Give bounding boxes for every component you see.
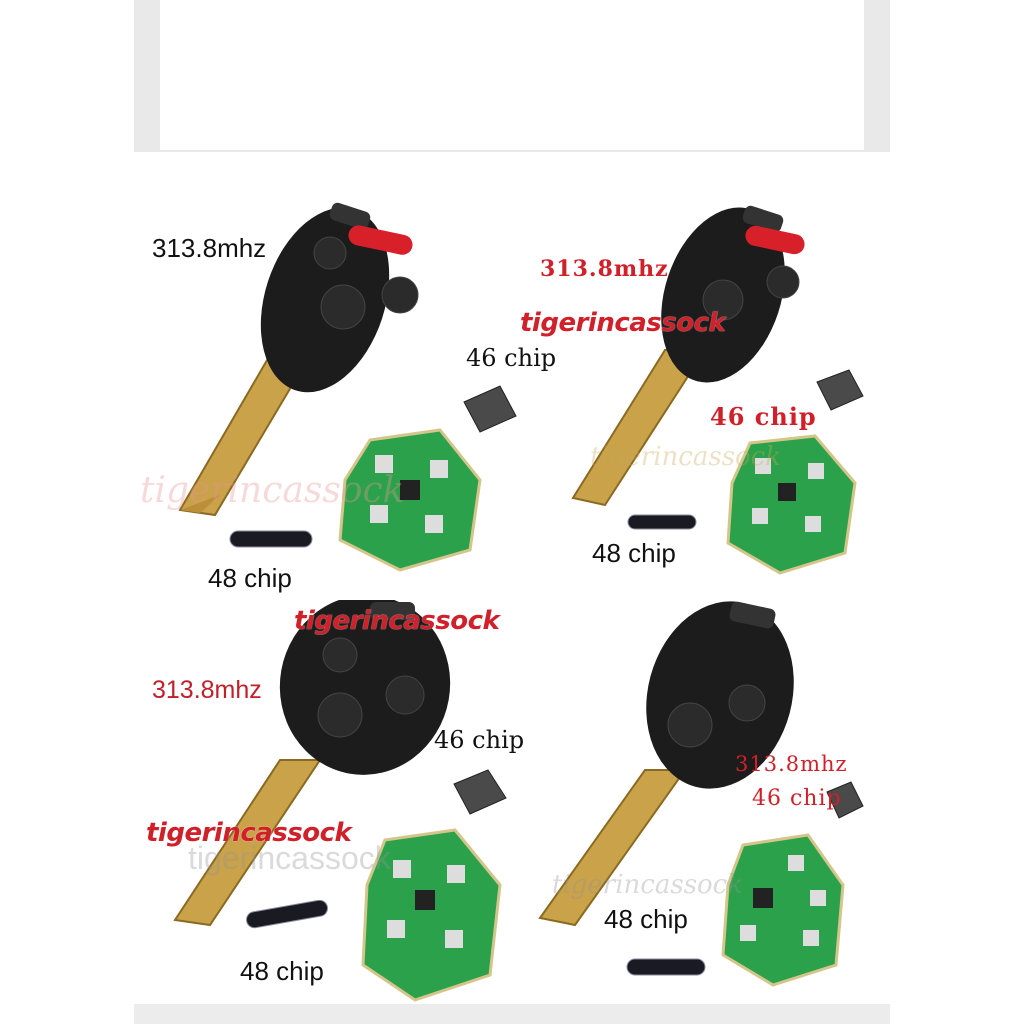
chip-46-label: 46 chip [752,786,842,811]
circuit-board-icon [361,828,502,1002]
chip-46-label: 46 chip [466,344,557,372]
frequency-label: 313.8mhz [540,256,669,282]
circuit-board-icon [726,434,857,575]
brand-label-top: tigerincassock [294,606,500,636]
chip-46-label: 46 chip [434,726,525,754]
car-key-icon [538,601,794,927]
circuit-board-icon [721,833,845,987]
chip-48-label: 48 chip [592,538,676,568]
watermark: tigerincassock [188,840,391,876]
chip-48-label: 48 chip [240,956,324,986]
brand-label: tigerincassock [520,308,726,338]
glass-chip-48-icon [626,958,706,976]
transponder-chip-46-icon [453,769,507,815]
watermark: tigerincassock [552,870,744,900]
transponder-chip-46-icon [826,781,864,819]
glass-chip-48-icon [627,514,697,530]
chip-48-label: 48 chip [208,563,292,593]
frequency-label: 313.8mhz [735,752,848,776]
glass-chip-48-icon [246,900,328,929]
bottom-frame [134,1004,890,1024]
chip-48-label: 48 chip [604,904,688,934]
chip-46-label: 46 chip [710,402,817,431]
watermark: tigerincassock [590,442,782,472]
circuit-board-icon [338,428,482,572]
frequency-label: 313.8mhz [152,233,267,263]
transponder-chip-46-icon [463,385,517,433]
top-blank-area [160,0,864,150]
car-key-icon [571,205,805,507]
car-key-icon [173,600,451,927]
watermark: tigerincassock [140,470,405,511]
frequency-label: 313.8mhz [152,676,262,704]
car-key-icon [178,202,419,517]
glass-chip-48-icon [229,530,313,548]
transponder-chip-46-icon [816,369,864,411]
brand-label: tigerincassock [146,818,352,848]
